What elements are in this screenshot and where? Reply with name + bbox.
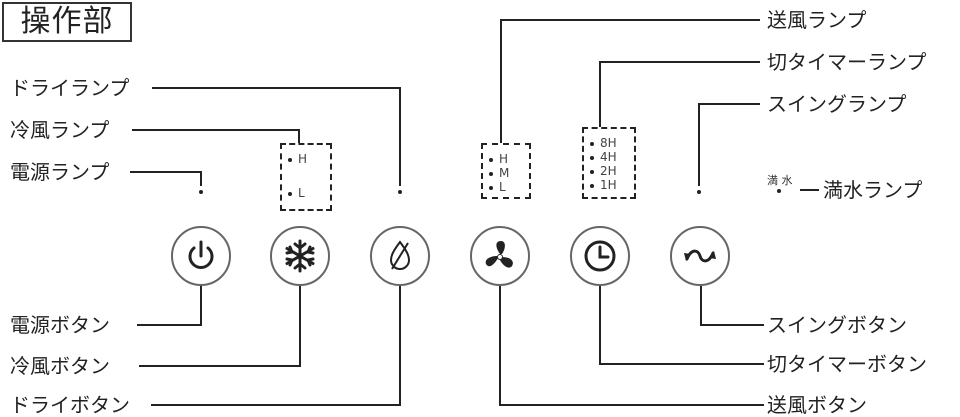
power-lamp — [199, 190, 203, 194]
swing-lamp — [697, 190, 701, 194]
swing-button-label: スイングボタン — [767, 313, 907, 337]
power-lamp-label: 電源ランプ — [10, 160, 110, 184]
fan-lamp-label: 送風ランプ — [767, 8, 867, 32]
timer-8h: 8H — [590, 137, 617, 149]
cool-level-h: H — [288, 153, 307, 165]
timer-4h: 4H — [590, 151, 617, 163]
full-water-lamp-label: 満水ランプ — [823, 178, 923, 202]
dry-lamp — [398, 190, 402, 194]
fan-level-h: H — [489, 153, 508, 165]
power-icon — [188, 240, 214, 269]
timer-2h: 2H — [590, 165, 617, 177]
snowflake-icon — [285, 239, 315, 273]
timer-button-label: 切タイマーボタン — [767, 352, 927, 376]
power-button[interactable] — [171, 226, 231, 286]
timer-button[interactable] — [570, 226, 630, 286]
dry-button-label: ドライボタン — [10, 393, 130, 417]
fan-level-m: M — [489, 167, 509, 179]
timer-1h: 1H — [590, 179, 617, 191]
dry-droplet-icon — [389, 240, 411, 270]
cool-button[interactable] — [270, 226, 330, 286]
clock-icon — [584, 240, 616, 272]
swing-icon — [684, 249, 716, 263]
dry-button[interactable] — [370, 226, 430, 286]
full-water-small-label: 満 水 — [767, 174, 793, 187]
swing-lamp-label: スイングランプ — [767, 92, 907, 116]
full-water-lamp — [777, 189, 781, 193]
power-button-label: 電源ボタン — [10, 313, 110, 337]
page-title: 操作部 — [2, 2, 132, 42]
cool-level-indicator: H L — [280, 143, 332, 211]
swing-button[interactable] — [670, 226, 730, 286]
cool-level-l: L — [288, 187, 305, 199]
dry-lamp-label: ドライランプ — [10, 76, 130, 100]
cool-button-label: 冷風ボタン — [10, 354, 110, 378]
timer-lamp-label: 切タイマーランプ — [767, 50, 927, 74]
fan-icon — [485, 241, 513, 268]
fan-level-l: L — [489, 181, 506, 193]
fan-level-indicator: H M L — [481, 143, 531, 199]
fan-button[interactable] — [470, 226, 530, 286]
timer-indicator: 8H 4H 2H 1H — [582, 127, 636, 199]
cool-lamp-label: 冷風ランプ — [10, 118, 110, 142]
fan-button-label: 送風ボタン — [767, 393, 867, 417]
